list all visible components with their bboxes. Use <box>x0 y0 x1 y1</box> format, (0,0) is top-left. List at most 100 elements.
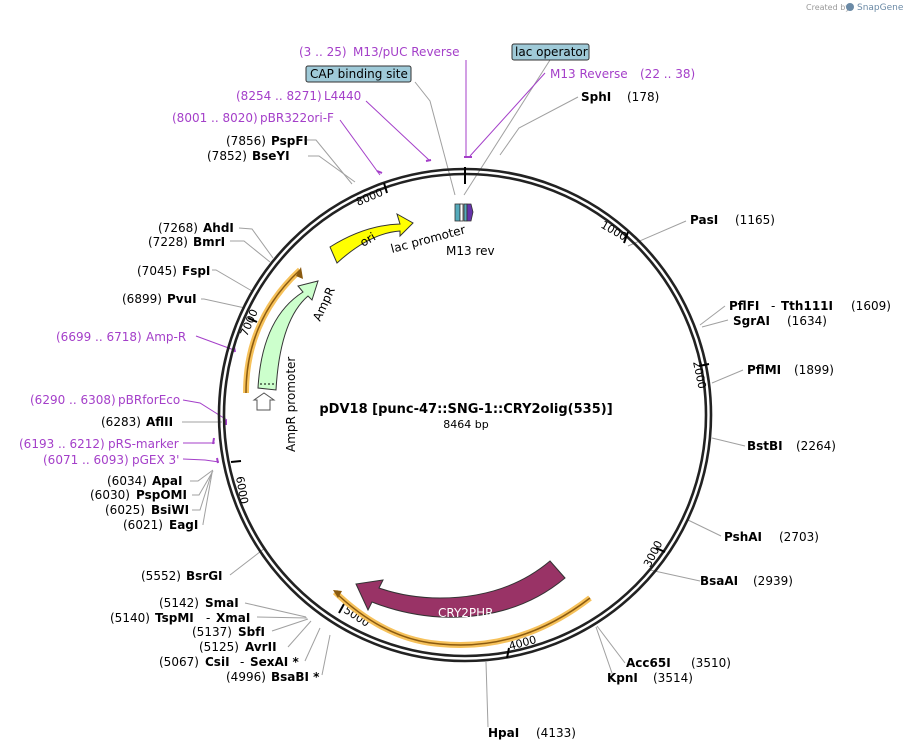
primer-pbr322-name: pBR322ori-F <box>260 111 334 125</box>
primer-pbrforeco-name: pBRforEco <box>118 393 180 407</box>
lac-promoter-block <box>454 203 461 222</box>
site-pvui-pos: (6899) <box>122 292 162 306</box>
ampr-feature <box>257 280 319 391</box>
primer-leaders <box>182 60 546 463</box>
site-tspmi-pos: (5140) <box>110 611 150 625</box>
site-bstbi-name: BstBI <box>747 439 783 453</box>
site-bsabi-pos: (4996) <box>226 670 266 684</box>
plasmid-name: pDV18 [punc-47::SNG-1::CRY2olig(535)] <box>319 402 612 417</box>
ampr-promoter-feature <box>252 392 276 411</box>
site-sbfi-pos: (5137) <box>192 625 232 639</box>
m13-rev-block <box>466 203 474 222</box>
site-pshai-pos: (2703) <box>779 530 819 544</box>
tick-label-2000: 2000 <box>690 360 709 390</box>
leader-lines <box>182 59 746 728</box>
primer-l4440-range: (8254 .. 8271) <box>236 89 322 103</box>
site-bsrgi-name: BsrGI <box>186 569 223 583</box>
site-pflmi-pos: (1899) <box>794 363 834 377</box>
ampr-promoter-label: AmpR promoter <box>284 357 298 452</box>
cap-site-block <box>459 203 464 222</box>
site-ahdi-pos: (7268) <box>158 221 198 235</box>
site-csii-sep: - <box>240 655 244 669</box>
site-bsiwi-pos: (6025) <box>105 503 145 517</box>
site-aflii-pos: (6283) <box>101 415 141 429</box>
plasmid-length: 8464 bp <box>443 418 488 431</box>
sites-left: (7856) PspFI (7852) BseYI (7268) AhdI (7… <box>90 134 320 684</box>
site-sexai-name: SexAI * <box>250 655 299 669</box>
site-tspmi-sep: - <box>206 611 210 625</box>
site-sphi-pos: (178) <box>627 90 659 104</box>
cry2-line-arrowhead <box>333 590 342 598</box>
site-sbfi-name: SbfI <box>238 625 265 639</box>
site-bsabi-name: BsaBI * <box>271 670 320 684</box>
site-hpai-name: HpaI <box>488 726 519 740</box>
center-labels: pDV18 [punc-47::SNG-1::CRY2olig(535)] 84… <box>319 402 612 431</box>
site-fspi-pos: (7045) <box>137 264 177 278</box>
site-csii-pos: (5067) <box>159 655 199 669</box>
branding: Created by SnapGene <box>806 3 904 13</box>
ampr-promoter-arrowhead <box>296 267 303 279</box>
site-ahdi-name: AhdI <box>203 221 234 235</box>
primer-m13reverse-name: M13 Reverse <box>550 67 628 81</box>
site-bmri-pos: (7228) <box>148 235 188 249</box>
lac-operator-label: lac operator <box>515 45 588 59</box>
primer-pbrforeco-range: (6290 .. 6308) <box>30 393 116 407</box>
site-sgrai-pos: (1634) <box>787 314 827 328</box>
lac-operator-block <box>463 203 468 222</box>
primer-m13puc-name: M13/pUC Reverse <box>353 45 460 59</box>
tick-label-6000: 6000 <box>233 475 251 505</box>
site-pspomi-name: PspOMI <box>136 488 187 502</box>
m13-rev-label: M13 rev <box>446 244 495 258</box>
ori-feature <box>329 212 414 264</box>
cry2phr-feature <box>355 560 566 618</box>
snapgene-brand: SnapGene <box>857 3 904 13</box>
site-avrii-name: AvrII <box>245 640 277 654</box>
cap-binding-box <box>305 65 412 83</box>
cry2-line <box>334 591 591 646</box>
sites-right: SphI (178) PasI (1165) PflFI - Tth111I (… <box>488 90 891 740</box>
site-pflfi-name: PflFI <box>729 299 759 313</box>
site-pspfi-pos: (7856) <box>226 134 266 148</box>
site-apai-name: ApaI <box>152 474 182 488</box>
site-sgrai-name: SgrAI <box>733 314 770 328</box>
site-bseyi-name: BseYI <box>252 149 290 163</box>
primer-m13puc-range: (3 .. 25) <box>299 45 347 59</box>
site-pflmi-name: PflMI <box>747 363 781 377</box>
site-hpai-pos: (4133) <box>536 726 576 740</box>
primer-ampr-name: Amp-R <box>146 330 186 344</box>
site-pasi-name: PasI <box>690 213 718 227</box>
primer-m13reverse-range: (22 .. 38) <box>640 67 695 81</box>
tick-label-1000: 1000 <box>599 218 630 243</box>
primer-prsmarker-range: (6193 .. 6212) <box>19 437 105 451</box>
lac-operator-box <box>511 43 590 61</box>
site-bsaai-name: BsaAI <box>700 574 738 588</box>
site-aflii-name: AflII <box>146 415 173 429</box>
site-acc65i-name: Acc65I <box>626 656 671 670</box>
site-smai-name: SmaI <box>205 596 239 610</box>
site-bsrgi-pos: (5552) <box>141 569 181 583</box>
site-kpni-pos: (3514) <box>653 671 693 685</box>
tick-marks <box>230 182 710 659</box>
site-bmri-name: BmrI <box>193 235 225 249</box>
primer-pbr322-range: (8001 .. 8020) <box>172 111 258 125</box>
site-pasi-pos: (1165) <box>735 213 775 227</box>
site-kpni-name: KpnI <box>607 671 638 685</box>
site-tth111i-name: Tth111I <box>781 299 833 313</box>
snapgene-logo-icon <box>846 3 854 11</box>
site-pshai-name: PshAI <box>724 530 762 544</box>
site-eagi-pos: (6021) <box>123 518 163 532</box>
site-bsaai-pos: (2939) <box>753 574 793 588</box>
primer-ampr-range: (6699 .. 6718) <box>56 330 142 344</box>
site-pflfi-pos: (1609) <box>851 299 891 313</box>
ampr-promoter-line <box>245 269 301 394</box>
site-csii-name: CsiI <box>205 655 230 669</box>
site-bsiwi-name: BsiWI <box>151 503 189 517</box>
site-sphi-name: SphI <box>581 90 611 104</box>
ori-label: ori <box>358 230 379 250</box>
site-bstbi-pos: (2264) <box>796 439 836 453</box>
site-fspi-name: FspI <box>182 264 210 278</box>
primer-l4440-name: L4440 <box>324 89 361 103</box>
site-smai-pos: (5142) <box>159 596 199 610</box>
site-apai-pos: (6034) <box>107 474 147 488</box>
